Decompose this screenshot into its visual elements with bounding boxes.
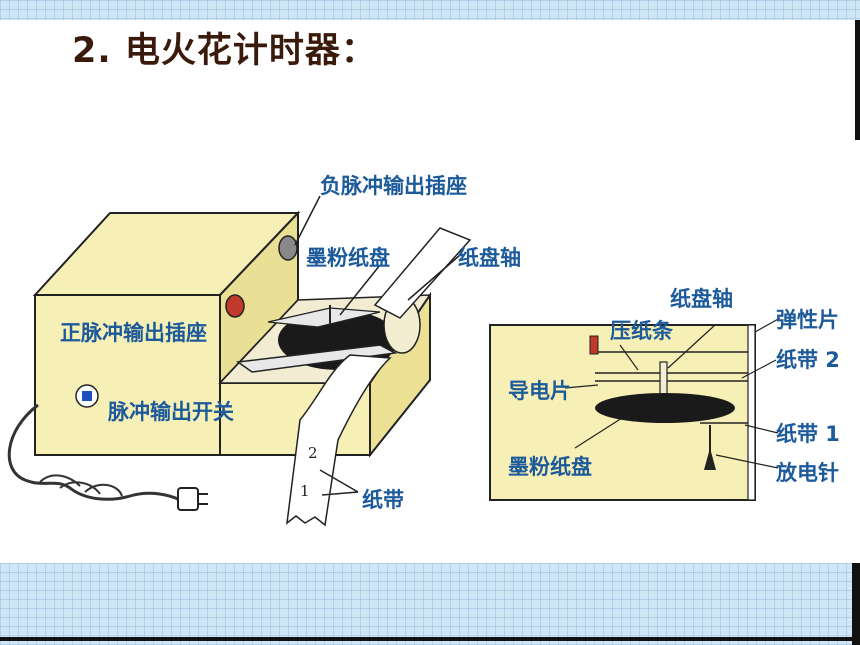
label-elastic-piece: 弹性片 — [776, 308, 839, 332]
paper-strip-upper — [373, 227, 472, 319]
label-pulse-switch: 脉冲输出开关 — [107, 400, 234, 424]
label-tape-2: 纸带 2 — [776, 348, 840, 372]
frame-bar-bottom-right — [852, 533, 860, 645]
tape-mark-2: 2 — [308, 444, 318, 462]
power-cord — [7, 403, 181, 502]
label-toner-disk-left: 墨粉纸盘 — [306, 246, 390, 270]
label-negative-socket: 负脉冲输出插座 — [320, 174, 467, 198]
left-timer-illustration — [7, 195, 472, 527]
negative-socket-icon — [278, 235, 298, 261]
label-disk-axle-left: 纸盘轴 — [458, 246, 521, 270]
discharge-needle-icon — [704, 448, 716, 470]
tape-mark-1: 1 — [300, 482, 310, 500]
toner-disk-right — [595, 393, 735, 423]
label-conductor: 导电片 — [508, 379, 571, 403]
label-paper-tape: 纸带 — [362, 488, 404, 512]
frame-bar-top-right — [855, 20, 860, 145]
timer-diagram: 负脉冲输出插座 墨粉纸盘 纸盘轴 正脉冲输出插座 脉冲输出开关 纸带 2 1 — [7, 174, 840, 527]
bottom-grid-band — [0, 563, 860, 645]
plug-icon — [177, 487, 199, 511]
right-section-illustration — [489, 317, 781, 501]
label-positive-socket: 正脉冲输出插座 — [60, 321, 207, 345]
diagram-area: 负脉冲输出插座 墨粉纸盘 纸盘轴 正脉冲输出插座 脉冲输出开关 纸带 2 1 — [0, 140, 860, 563]
frame-bar-bottom — [0, 637, 860, 641]
label-discharge-needle: 放电针 — [775, 461, 839, 485]
pulse-switch-icon — [82, 391, 92, 401]
slide-title: 2. 电火花计时器： — [72, 31, 377, 71]
label-press-strip: 压纸条 — [610, 319, 674, 343]
label-disk-axle-right: 纸盘轴 — [670, 287, 733, 311]
positive-socket-icon — [225, 294, 245, 318]
top-grid-band — [0, 0, 860, 20]
paper-tape-left — [286, 354, 392, 527]
label-toner-disk-right: 墨粉纸盘 — [508, 455, 592, 479]
label-tape-1: 纸带 1 — [776, 422, 840, 446]
